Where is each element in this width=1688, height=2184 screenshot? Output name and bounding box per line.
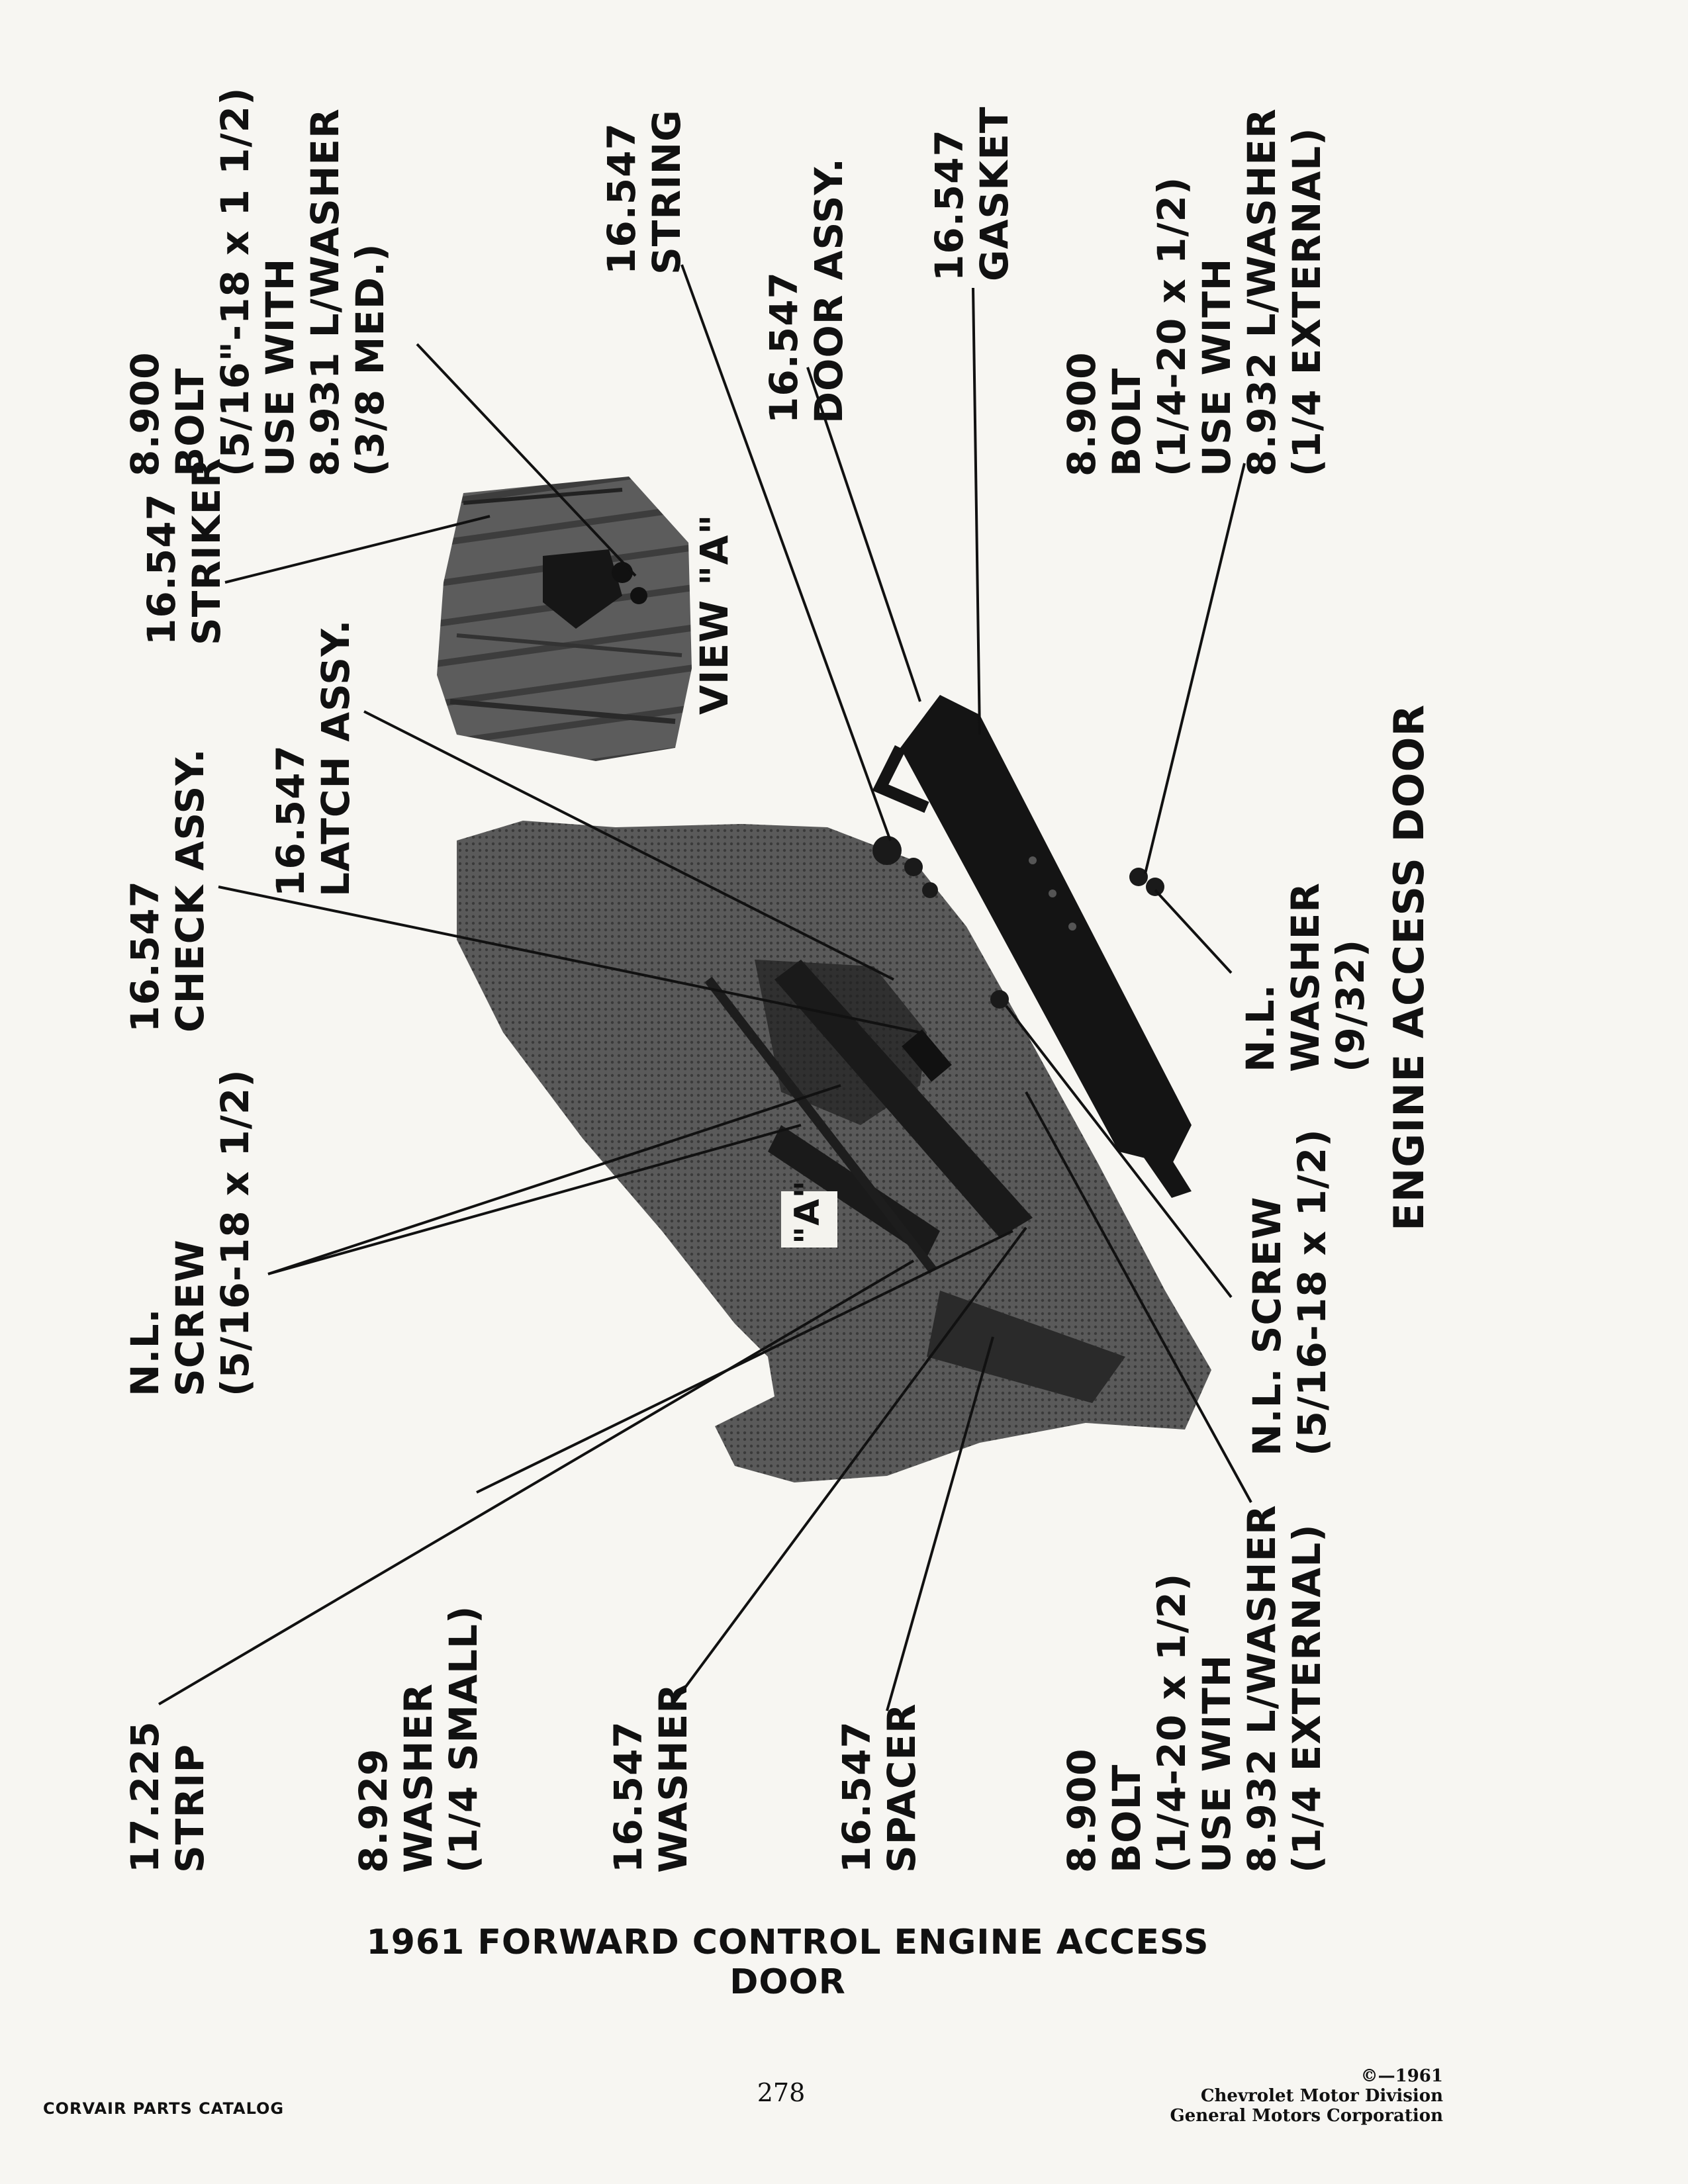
callout-screw-left: N.L.SCREW(5/16-18 x 1/2) <box>122 1069 258 1396</box>
screw-right-hardware <box>990 990 1009 1009</box>
latch-hardware <box>872 836 902 865</box>
catalog-name: CORVAIR PARTS CATALOG <box>43 2099 285 2118</box>
diagram-title: ENGINE ACCESS DOOR <box>1385 704 1433 1231</box>
hardware-parts <box>872 836 1164 1009</box>
bolt-right-hardware <box>1129 868 1148 886</box>
copyright-notice: ©—1961 Chevrolet Motor Division General … <box>1170 2066 1443 2126</box>
leader-lines <box>158 264 1252 1711</box>
view-a-marker-box <box>781 1191 837 1248</box>
callout-view-a: VIEW "A" <box>692 514 737 715</box>
engine-housing-photo <box>457 821 1211 1482</box>
figure-caption: 1961 FORWARD CONTROL ENGINE ACCESS DOOR <box>366 1923 1209 2002</box>
callout-screw-right: N.L. SCREW(5/16-18 x 1/2) <box>1244 1128 1335 1456</box>
door-assembly-part <box>872 695 1192 1198</box>
page-number: 278 <box>757 2078 806 2107</box>
callout-washer-nl: N.L.WASHER(9/32) <box>1238 882 1373 1072</box>
view-a-inset-photo <box>437 477 692 761</box>
strip-part <box>774 960 1033 1248</box>
view-a-marker: "A" <box>788 1179 827 1244</box>
